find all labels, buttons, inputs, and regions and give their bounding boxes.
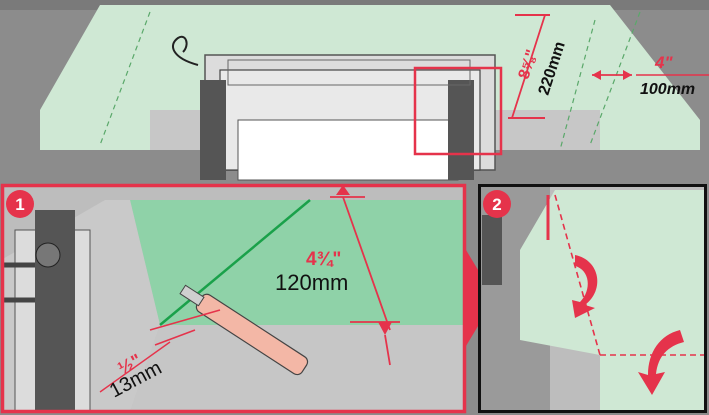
cut-line xyxy=(159,199,311,326)
side-overlap-imperial-label: 4" xyxy=(654,53,673,72)
step-1-badge xyxy=(6,190,34,218)
membrane-back-wall xyxy=(130,200,465,325)
step-2-number: 2 xyxy=(492,195,501,214)
hinge-detail xyxy=(35,210,75,410)
detail-highlight-box xyxy=(413,66,503,156)
window-pane xyxy=(237,119,459,181)
cut-height-metric-label: 120mm xyxy=(275,270,348,295)
fold-line-diagonal xyxy=(554,194,601,356)
panel-2-border xyxy=(478,184,707,413)
panel-step-1: 1 4¾" 120mm ½" 13mm xyxy=(0,183,467,414)
hinge-right xyxy=(448,80,474,180)
utility-knife-icon xyxy=(179,284,309,376)
cable xyxy=(172,35,199,66)
side-overlap-metric-label: 100mm xyxy=(640,81,695,98)
hinge-left xyxy=(200,80,226,180)
fold-arrow-icon xyxy=(572,255,598,318)
step-1-number: 1 xyxy=(15,195,24,214)
cut-height-imperial-label: 4¾" xyxy=(306,249,341,270)
panel-step-2: 2 xyxy=(478,184,707,413)
step-2-badge xyxy=(483,190,511,218)
panel-1-border xyxy=(0,183,467,414)
fold-arrow-icon xyxy=(638,330,684,395)
